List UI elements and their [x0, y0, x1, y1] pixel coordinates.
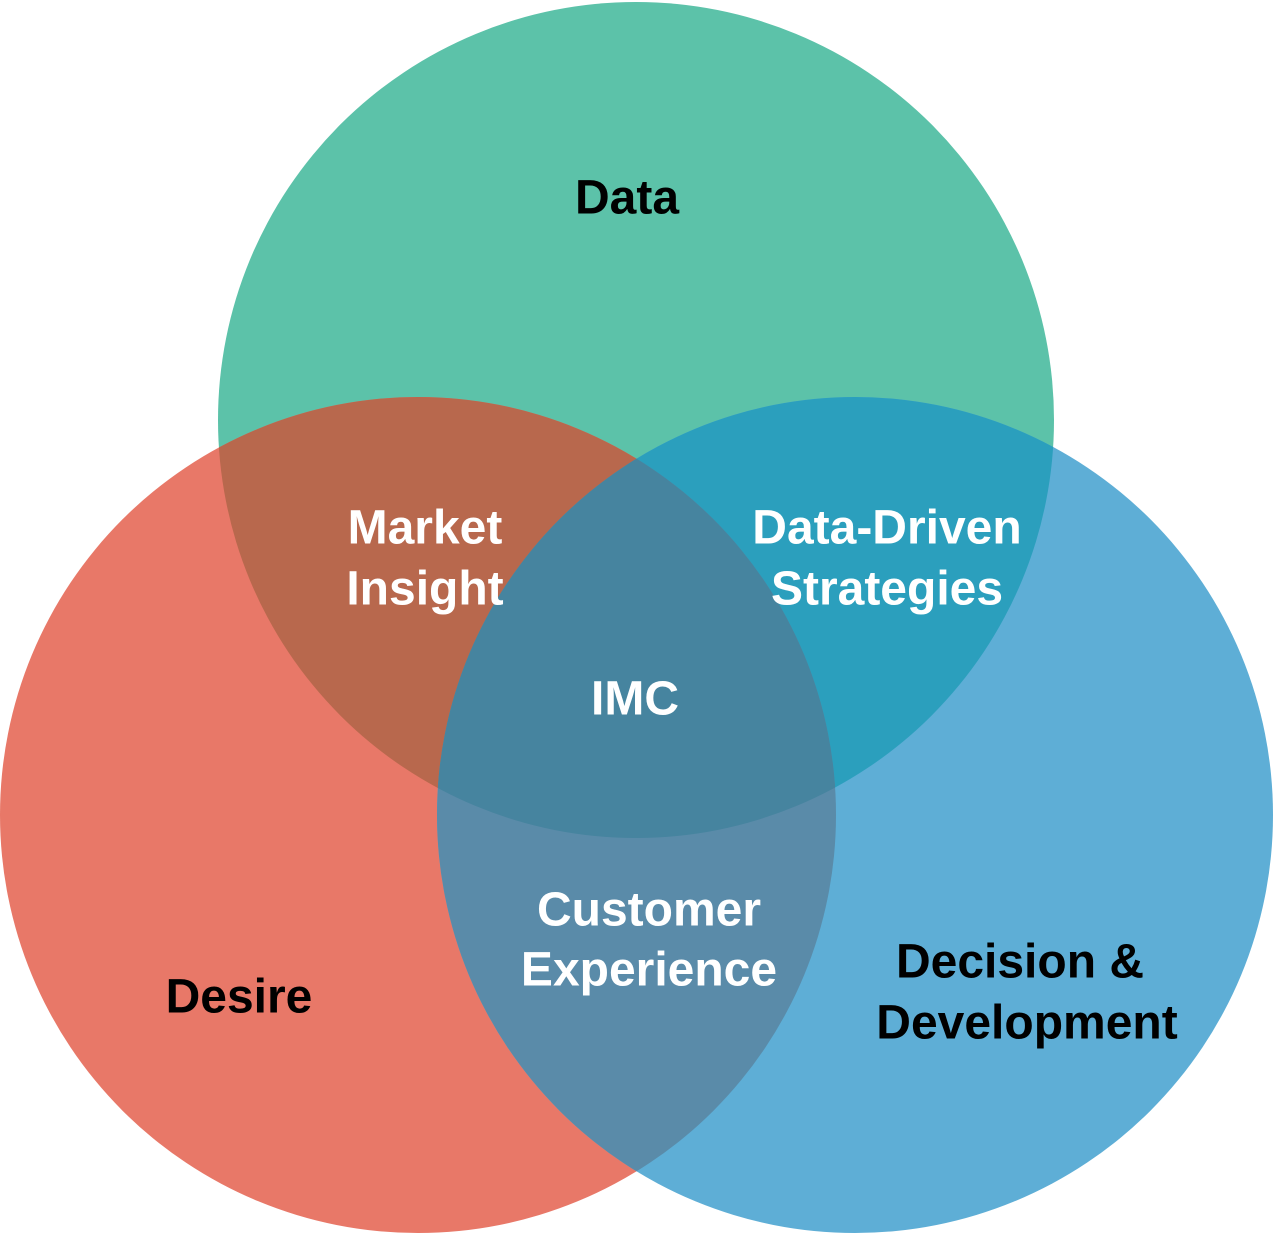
data-driven-label-line2: Strategies	[771, 563, 1003, 616]
imc-region	[437, 397, 836, 838]
market-insight-label-line2: Insight	[346, 563, 503, 616]
customer-experience-label-line2: Experience	[521, 944, 777, 997]
decision-label-line1: Decision &	[896, 936, 1144, 989]
market-insight-label-line1: Market	[348, 502, 503, 555]
desire-label: Desire	[166, 971, 313, 1024]
decision-label-line2: Development	[876, 997, 1177, 1050]
imc-label: IMC	[591, 673, 679, 726]
data-label: Data	[575, 172, 679, 225]
data-driven-label-line1: Data-Driven	[752, 502, 1021, 555]
customer-experience-label-line1: Customer	[537, 884, 761, 937]
